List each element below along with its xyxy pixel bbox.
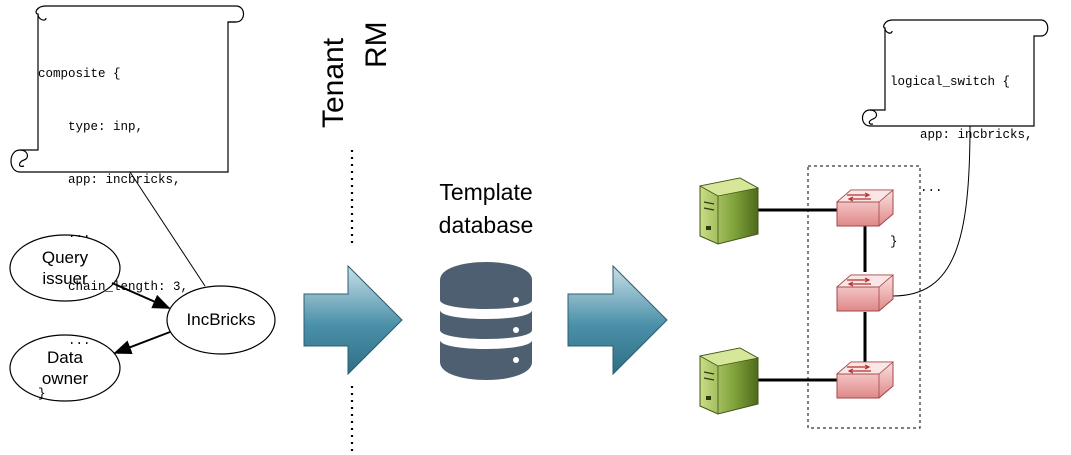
- template-db-line-2: database: [438, 212, 534, 238]
- query-issuer-line-2: issuer: [42, 269, 88, 288]
- incbricks-label: IncBricks: [186, 310, 256, 329]
- query-issuer-line-1: Query: [41, 248, 89, 267]
- database-icon: [440, 262, 532, 380]
- code-line: }: [38, 386, 46, 401]
- server-icon: [698, 177, 760, 245]
- scroll-right: [861, 19, 1049, 127]
- data-owner-node: [9, 334, 121, 402]
- scroll-left: [10, 5, 245, 173]
- data-owner-line-2: owner: [41, 369, 89, 388]
- query-issuer-node: [9, 234, 121, 302]
- code-line: logical_switch {: [890, 74, 1011, 89]
- code-line: ...: [38, 226, 91, 241]
- scroll-right-code: logical_switch { app: incbricks, ... }: [890, 38, 1033, 269]
- code-line: app: incbricks,: [38, 173, 181, 188]
- incbricks-to-owner-arrow: [113, 331, 171, 354]
- code-line: ...: [890, 181, 943, 196]
- query-to-incbricks-arrow: [111, 282, 171, 309]
- scroll-left-code: composite { type: inp, app: incbricks, .…: [38, 30, 188, 422]
- scroll-right-connector: [892, 125, 971, 297]
- code-line: composite {: [38, 66, 121, 81]
- query-issuer-label: Query issuer: [10, 247, 120, 289]
- code-line: type: inp,: [38, 119, 144, 134]
- block-arrow-left: [303, 264, 403, 376]
- code-line: }: [890, 234, 898, 249]
- switch-icon: [835, 189, 895, 227]
- switch-icon: [835, 274, 895, 312]
- code-line: ...: [38, 333, 91, 348]
- code-line: app: incbricks,: [890, 127, 1033, 142]
- scroll-left-connector: [129, 171, 206, 287]
- tenant-label: Tenant: [317, 37, 350, 128]
- incbricks-node: [166, 285, 276, 355]
- data-owner-line-1: Data: [47, 348, 83, 367]
- block-arrow-right: [567, 264, 668, 376]
- switch-group-box: [807, 165, 921, 429]
- code-line: chain_length: 3,: [38, 280, 189, 295]
- template-database-label: Template database: [406, 176, 566, 242]
- server-icon: [698, 347, 760, 415]
- template-db-line-1: Template: [439, 179, 533, 205]
- switch-icon: [835, 361, 895, 399]
- data-owner-label: Data owner: [10, 347, 120, 389]
- rm-label: RM: [360, 21, 393, 68]
